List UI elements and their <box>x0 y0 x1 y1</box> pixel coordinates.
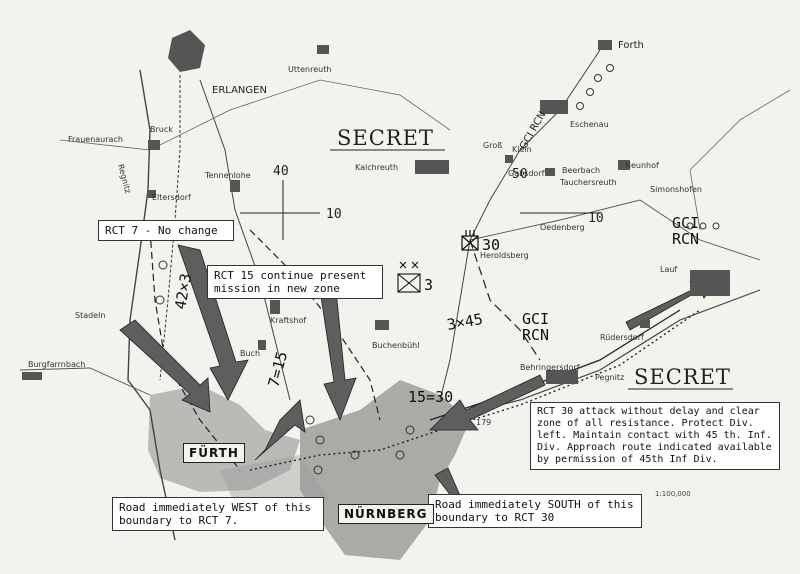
arrow-rct7-a <box>177 244 249 401</box>
label-forth: Forth <box>618 40 644 51</box>
label-stadeln: Stadeln <box>75 311 105 320</box>
road-forth-lauf <box>439 49 601 401</box>
gci-rcn-north: GCI RCN <box>518 110 548 152</box>
classification-top: SECRET <box>337 126 434 150</box>
label-kalchreuth: Kalchreuth <box>355 163 398 172</box>
city-label-furth: FÜRTH <box>183 443 245 463</box>
boundary-3x45: 3×45 <box>446 310 485 334</box>
div-3-symbol <box>397 261 421 293</box>
label-gabsdorf: Gabsdorf <box>508 169 545 178</box>
forth-trail-circles <box>576 64 720 230</box>
label-tennenlohe: Tennenlohe <box>204 171 251 180</box>
label-burgfarrnbach: Burgfarrnbach <box>28 360 85 369</box>
note-rct30: RCT 30 attack without delay and clear zo… <box>530 402 780 470</box>
label-buchenbuhl: Buchenbühl <box>372 341 419 350</box>
gci-rcn-east-1: GCI <box>672 214 699 232</box>
label-klein: Klein <box>512 145 532 154</box>
label-eltersdorf: Eltersdorf <box>152 193 191 202</box>
note-rct7: RCT 7 - No change <box>98 220 234 241</box>
hq-30-symbol <box>461 230 479 251</box>
label-eschenau: Eschenau <box>570 120 609 129</box>
label-behringersdorf: Behringersdorf <box>520 363 580 372</box>
label-neunhof: Neunhof <box>625 161 659 170</box>
road-nw <box>59 79 451 151</box>
label-erlangen: ERLANGEN <box>212 85 267 96</box>
label-oedenberg: Oedenberg <box>540 223 585 232</box>
unit-30-label: 30 <box>482 236 500 254</box>
map-scale: 1:100,000 <box>655 490 691 498</box>
arrow-rct15 <box>319 289 357 422</box>
road-east <box>469 199 761 261</box>
grid-40: 40 <box>273 164 289 179</box>
gci-rcn-mid-2: RCN <box>522 326 549 344</box>
grid-10-left: 10 <box>326 207 342 222</box>
label-gross: Groß <box>483 141 502 150</box>
label-uttenreuth: Uttenreuth <box>288 65 331 74</box>
route-markers <box>155 260 415 475</box>
label-beerbach: Beerbach <box>562 166 600 175</box>
boundary-7-15: 7=15 <box>264 349 291 389</box>
classification-bottom: SECRET <box>634 365 731 389</box>
arrow-rct7-b <box>119 319 211 413</box>
boundary-42x3: 42×3 <box>171 272 195 311</box>
towns <box>22 40 730 384</box>
note-road-west: Road immediately WEST of this boundary t… <box>112 497 324 531</box>
label-rudersdorf: Rüdersdorf <box>600 333 644 342</box>
label-pegnitz: Pegnitz <box>595 373 624 382</box>
road-west <box>19 367 151 396</box>
label-lauf: Lauf <box>660 265 677 274</box>
ref-179: 179 <box>476 418 491 427</box>
boundary-west <box>149 229 241 471</box>
furth-city-area <box>148 385 300 492</box>
label-tauchersreuth: Tauchersreuth <box>559 178 617 187</box>
arrow-furth-west <box>254 399 306 461</box>
label-simonshofen: Simonshofen <box>650 185 702 194</box>
city-label-nurnberg: NÜRNBERG <box>338 504 434 524</box>
boundary-heroldsberg <box>469 239 541 361</box>
grid-10-right: 10 <box>588 211 604 226</box>
label-kraftshof: Kraftshof <box>270 316 306 325</box>
grid-50: 50 <box>512 167 528 182</box>
boundary-15-30: 15=30 <box>408 388 453 406</box>
gci-rcn-east-2: RCN <box>672 230 699 248</box>
unit-3-label: 3 <box>424 276 433 294</box>
note-rct15: RCT 15 continue present mission in new z… <box>207 265 383 299</box>
label-bruck: Bruck <box>150 125 173 134</box>
label-regnitz: Regnitz <box>116 163 132 194</box>
erlangen-city <box>168 30 205 72</box>
road-lauf-north <box>689 89 791 231</box>
road-tennenlohe <box>199 79 291 401</box>
boundary-rct15 <box>249 229 381 421</box>
label-heroldsberg: Heroldsberg <box>480 251 529 260</box>
label-buch: Buch <box>240 349 260 358</box>
gci-rcn-mid-1: GCI <box>522 310 549 328</box>
grid-crosshair <box>240 180 600 240</box>
label-frauenaurach: Frauenaurach <box>68 135 123 144</box>
note-road-south: Road immediately SOUTH of this boundary … <box>428 494 642 528</box>
arrow-rct30-east <box>429 374 546 431</box>
